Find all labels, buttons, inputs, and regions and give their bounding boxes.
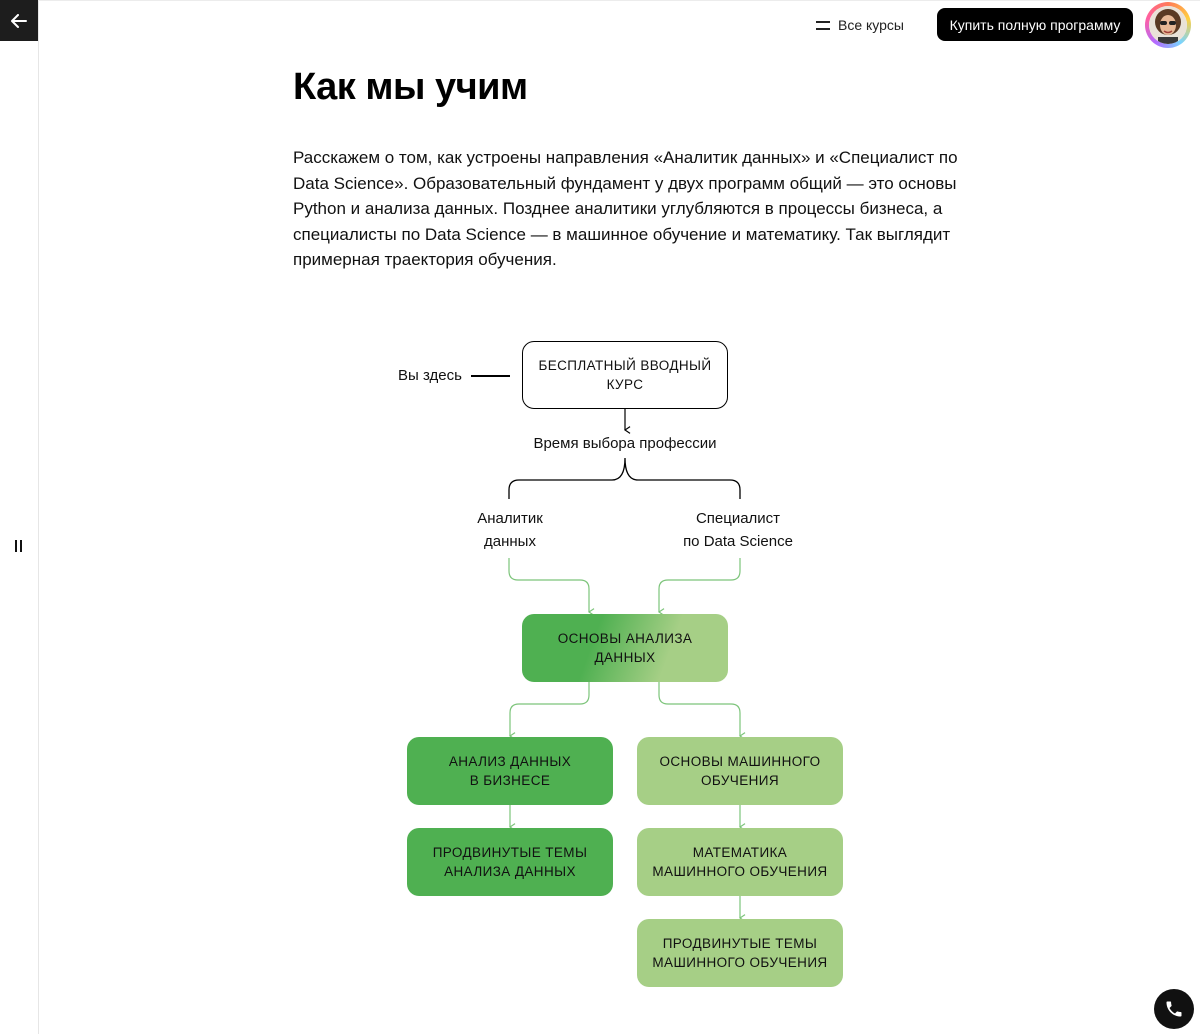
user-photo <box>1149 6 1187 44</box>
analyst-label: Аналитик данных <box>450 507 570 553</box>
advanced-ml-node: Продвинутые темы машинного обучения <box>637 919 843 987</box>
ds-to-basics-connector <box>659 558 740 612</box>
phone-icon <box>1164 999 1184 1019</box>
header-divider <box>38 0 1200 1</box>
ml-math-node: Математика машинного обучения <box>637 828 843 896</box>
you-are-here-label: Вы здесь <box>398 364 466 387</box>
menu-icon <box>816 21 830 30</box>
basics-to-ds-track-connector <box>659 682 740 736</box>
choice-brace <box>509 458 740 499</box>
arrow-left-icon <box>11 14 27 28</box>
intro-paragraph: Расскажем о том, как устроены направлени… <box>293 145 973 273</box>
buy-full-program-button[interactable]: Купить полную программу <box>937 8 1133 41</box>
all-courses-link[interactable]: Все курсы <box>816 14 904 36</box>
back-button[interactable] <box>0 0 38 41</box>
call-button[interactable] <box>1154 989 1194 1029</box>
choice-label: Время выбора профессии <box>510 432 740 455</box>
left-sidebar <box>0 0 39 1034</box>
business-data-analysis-node: Анализ данных в бизнесе <box>407 737 613 805</box>
pause-icon[interactable] <box>12 540 24 554</box>
free-intro-course-node: Бесплатный вводный курс <box>522 341 728 409</box>
page-title: Как мы учим <box>293 66 528 109</box>
data-analysis-basics-node: Основы анализа данных <box>522 614 728 682</box>
analyst-to-basics-connector <box>509 558 589 612</box>
all-courses-label: Все курсы <box>838 17 904 33</box>
ml-basics-node: Основы машинного обучения <box>637 737 843 805</box>
basics-to-analyst-track-connector <box>510 682 589 736</box>
ds-label: Специалист по Data Science <box>668 507 808 553</box>
advanced-data-analysis-node: Продвинутые темы анализа данных <box>407 828 613 896</box>
avatar[interactable] <box>1145 2 1191 48</box>
